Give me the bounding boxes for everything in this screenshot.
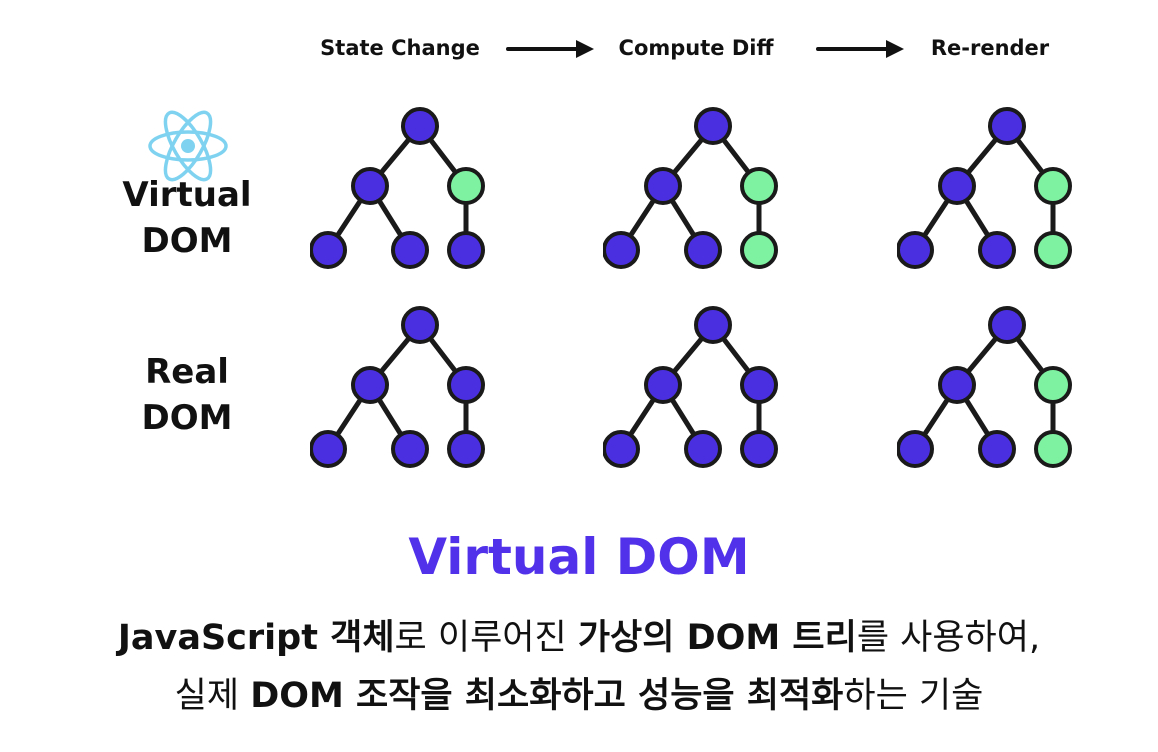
row-label-virtual-dom: Virtual DOM — [112, 172, 262, 264]
tree-virtual-state-change — [310, 107, 485, 269]
tree-node-right-leaf-changed — [1034, 430, 1072, 468]
description-line-2: 실제 DOM 조작을 최소화하고 성능을 최적화하는 기술 — [0, 672, 1158, 720]
tree-node-left-right-leaf — [391, 430, 429, 468]
tree-node-left-child — [351, 167, 389, 205]
tree-node-root — [694, 107, 732, 145]
row-label-line: DOM — [141, 398, 233, 438]
tree-node-left-left-leaf — [897, 430, 934, 468]
tree-node-root — [401, 107, 439, 145]
tree-node-left-left-leaf — [897, 231, 934, 269]
description-line-1: JavaScript 객체로 이루어진 가상의 DOM 트리를 사용하여, — [0, 614, 1158, 662]
row-label-line: Real — [145, 352, 229, 392]
tree-node-left-right-leaf — [684, 430, 722, 468]
tree-node-right-leaf — [447, 430, 485, 468]
stage-label-compute-diff: Compute Diff — [618, 36, 774, 60]
tree-node-right-leaf-changed — [1034, 231, 1072, 269]
description-segment: 실제 — [174, 676, 251, 716]
tree-node-right-child-changed — [447, 167, 485, 205]
tree-node-right-leaf — [447, 231, 485, 269]
description-segment: 하는 기술 — [843, 676, 984, 716]
tree-node-right-child — [447, 366, 485, 404]
tree-virtual-re-render — [897, 107, 1072, 269]
stage-label-re-render: Re-render — [930, 36, 1050, 60]
main-title: Virtual DOM — [408, 528, 750, 586]
row-label-real-dom: Real DOM — [112, 349, 262, 441]
row-label-line: Virtual — [122, 175, 252, 215]
tree-node-left-child — [644, 366, 682, 404]
tree-node-left-left-leaf — [310, 231, 347, 269]
tree-node-left-left-leaf — [310, 430, 347, 468]
row-label-line: DOM — [141, 221, 233, 261]
tree-node-right-child-changed — [1034, 366, 1072, 404]
tree-node-left-right-leaf — [684, 231, 722, 269]
tree-node-right-child-changed — [1034, 167, 1072, 205]
tree-node-right-leaf — [740, 430, 778, 468]
tree-node-right-child — [740, 366, 778, 404]
tree-node-left-right-leaf — [391, 231, 429, 269]
description-segment: DOM 조작을 최소화하고 성능을 최적화 — [250, 676, 844, 716]
tree-node-left-child — [644, 167, 682, 205]
description-segment: 를 사용하여, — [856, 618, 1041, 658]
tree-real-re-render — [897, 306, 1072, 468]
react-logo-icon — [148, 110, 228, 182]
tree-node-left-left-leaf — [603, 231, 640, 269]
arrow-right-icon — [506, 40, 594, 58]
tree-node-left-left-leaf — [603, 430, 640, 468]
tree-node-left-child — [938, 167, 976, 205]
tree-node-left-right-leaf — [978, 430, 1016, 468]
tree-node-root — [988, 306, 1026, 344]
stage-label-state-change: State Change — [320, 36, 480, 60]
tree-node-left-child — [938, 366, 976, 404]
tree-node-right-leaf-changed — [740, 231, 778, 269]
tree-node-left-child — [351, 366, 389, 404]
tree-node-root — [401, 306, 439, 344]
tree-real-state-change — [310, 306, 485, 468]
tree-real-compute-diff — [603, 306, 778, 468]
description-segment: 가상의 DOM 트리 — [577, 618, 857, 658]
tree-virtual-compute-diff — [603, 107, 778, 269]
tree-node-right-child-changed — [740, 167, 778, 205]
tree-node-left-right-leaf — [978, 231, 1016, 269]
arrow-right-icon — [816, 40, 904, 58]
tree-node-root — [694, 306, 732, 344]
tree-node-root — [988, 107, 1026, 145]
description-segment: JavaScript 객체 — [117, 618, 395, 658]
description-segment: 로 이루어진 — [394, 618, 578, 658]
